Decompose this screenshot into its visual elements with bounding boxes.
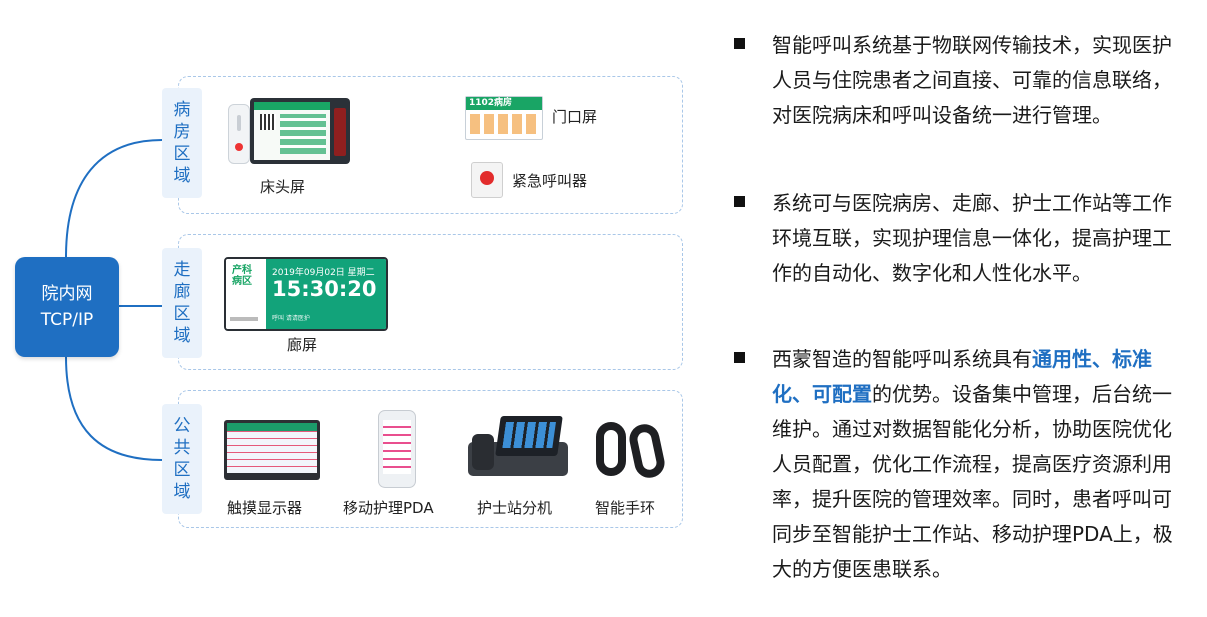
corridor-screen-image: 产科病区 2019年09月02日 星期二 15:30:20 呼叫 请请医护 — [224, 257, 388, 331]
bullet-item-2: 系统可与医院病房、走廊、护士工作站等工作环境互联，实现护理信息一体化，提高护理工… — [734, 186, 1184, 291]
door-screen-image: 1102病房 — [465, 96, 543, 140]
hub-to-public-line — [65, 356, 163, 461]
corridor-date: 2019年09月02日 星期二 — [272, 268, 375, 278]
bedside-handset-image — [228, 104, 250, 164]
corridor-dept-line2: 病区 — [232, 276, 252, 287]
corridor-note: 呼叫 请请医护 — [272, 315, 310, 322]
corridor-dept-line1: 产科 — [232, 265, 252, 276]
public-zone-tab: 公 共 区 域 — [162, 404, 202, 514]
bullet-square-icon — [734, 38, 745, 49]
mobile-pda-image — [378, 410, 416, 488]
bullet-text-2: 系统可与医院病房、走廊、护士工作站等工作环境互联，实现护理信息一体化，提高护理工… — [772, 191, 1172, 285]
hub-title: 院内网 — [41, 284, 93, 304]
corridor-tab-char: 走 — [173, 260, 191, 280]
ward-tab-char: 域 — [173, 166, 191, 186]
corridor-time: 15:30:20 — [272, 277, 377, 301]
bullet-text-1: 智能呼叫系统基于物联网传输技术，实现医护人员与住院患者之间直接、可靠的信息联络，… — [772, 33, 1172, 127]
corridor-tab-char: 廊 — [173, 282, 191, 302]
emergency-caller-image — [471, 162, 503, 198]
bullet-3-post: 的优势。设备集中管理，后台统一维护。通过对数据智能化分析，协助医院优化人员配置，… — [772, 382, 1173, 581]
ward-zone-tab: 病 房 区 域 — [162, 88, 202, 198]
corridor-zone-tab: 走 廊 区 域 — [162, 248, 202, 358]
bedside-screen-label: 床头屏 — [260, 178, 306, 196]
corridor-tab-char: 区 — [173, 304, 191, 324]
public-tab-char: 共 — [173, 438, 191, 458]
smart-band-label: 智能手环 — [595, 499, 656, 517]
public-tab-char: 公 — [173, 416, 191, 436]
network-hub: 院内网 TCP/IP — [15, 257, 119, 357]
bullet-square-icon — [734, 196, 745, 207]
nurse-station-image — [468, 416, 568, 476]
hub-protocol: TCP/IP — [40, 310, 94, 330]
corridor-screen-label: 廊屏 — [287, 336, 318, 354]
hub-to-ward-line — [65, 139, 163, 258]
bedside-screen-image — [250, 98, 350, 164]
bullet-3-pre: 西蒙智造的智能呼叫系统具有 — [772, 347, 1032, 371]
touch-display-label: 触摸显示器 — [227, 499, 303, 517]
touch-display-image — [224, 420, 320, 480]
bullet-square-icon — [734, 352, 745, 363]
bullet-3-highlight: 通用性、标准化、可配置 — [772, 347, 1152, 406]
corridor-tab-char: 域 — [173, 326, 191, 346]
emergency-caller-label: 紧急呼叫器 — [512, 172, 588, 190]
public-tab-char: 区 — [173, 460, 191, 480]
bullet-item-1: 智能呼叫系统基于物联网传输技术，实现医护人员与住院患者之间直接、可靠的信息联络，… — [734, 28, 1184, 133]
ward-tab-char: 房 — [173, 122, 191, 142]
mobile-pda-label: 移动护理PDA — [343, 499, 434, 517]
door-screen-room: 1102病房 — [466, 97, 542, 110]
door-screen-label: 门口屏 — [552, 108, 598, 126]
bullet-text-3: 西蒙智造的智能呼叫系统具有通用性、标准化、可配置的优势。设备集中管理，后台统一维… — [772, 342, 1184, 587]
ward-tab-char: 区 — [173, 144, 191, 164]
bullet-item-3: 西蒙智造的智能呼叫系统具有通用性、标准化、可配置的优势。设备集中管理，后台统一维… — [734, 342, 1184, 587]
nurse-station-label: 护士站分机 — [477, 499, 553, 517]
smart-band-image — [596, 420, 668, 481]
ward-tab-char: 病 — [173, 100, 191, 120]
public-tab-char: 域 — [173, 482, 191, 502]
